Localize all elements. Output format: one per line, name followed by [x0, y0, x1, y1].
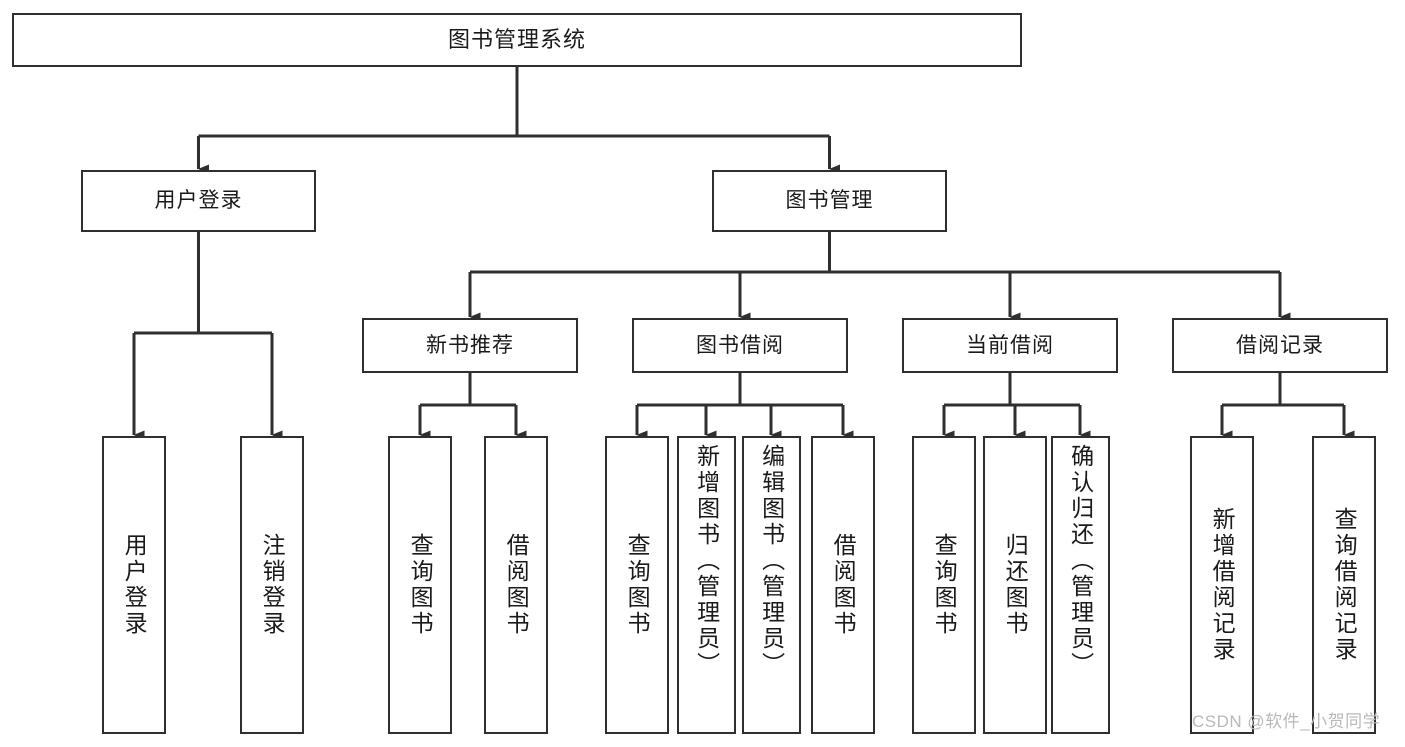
edge-borrow-record-to-leaves: [1220, 373, 1355, 440]
node-leaf-return-book-label: 归还图书: [1002, 533, 1029, 637]
node-leaf-edit-book-admin-label: 编辑图书（管理员）: [758, 444, 785, 678]
node-leaf-query-borrow-record[interactable]: 查询借阅记录: [1312, 436, 1376, 734]
node-leaf-return-book[interactable]: 归还图书: [983, 436, 1047, 734]
node-new-book-recommend[interactable]: 新书推荐: [362, 318, 578, 373]
node-leaf-add-borrow-record[interactable]: 新增借阅记录: [1190, 436, 1254, 734]
node-leaf-query-book-rec[interactable]: 查询图书: [388, 436, 452, 734]
node-leaf-logout-login-label: 注销登录: [259, 533, 286, 637]
node-leaf-confirm-return-admin[interactable]: 确认归还（管理员）: [1051, 436, 1110, 734]
node-borrow-record-label: 借阅记录: [1236, 333, 1324, 357]
node-leaf-add-book-admin-label: 新增图书（管理员）: [693, 444, 720, 678]
node-book-borrow[interactable]: 图书借阅: [632, 318, 848, 373]
edge-root-to-level1: [197, 67, 840, 174]
node-borrow-record[interactable]: 借阅记录: [1172, 318, 1388, 373]
node-book-manage-label: 图书管理: [785, 189, 874, 213]
node-root-label: 图书管理系统: [447, 26, 586, 52]
node-current-borrow-label: 当前借阅: [966, 333, 1054, 357]
node-leaf-borrow-book[interactable]: 借阅图书: [811, 436, 875, 734]
csdn-watermark: CSDN @软件_小贺同学: [1192, 712, 1381, 731]
node-leaf-query-book-borrow[interactable]: 查询图书: [605, 436, 669, 734]
node-leaf-logout-login[interactable]: 注销登录: [240, 436, 304, 734]
edge-book-manage-to-level2: [468, 232, 1291, 322]
node-book-manage[interactable]: 图书管理: [712, 170, 947, 232]
node-leaf-user-login-label: 用户登录: [121, 533, 148, 637]
node-leaf-user-login[interactable]: 用户登录: [102, 436, 166, 734]
node-leaf-query-book-current-label: 查询图书: [931, 533, 958, 637]
node-root[interactable]: 图书管理系统: [12, 13, 1022, 67]
node-leaf-confirm-return-admin-label: 确认归还（管理员）: [1067, 444, 1094, 678]
node-user-login-label: 用户登录: [154, 189, 243, 213]
node-user-login[interactable]: 用户登录: [81, 170, 316, 232]
node-leaf-query-book-current[interactable]: 查询图书: [912, 436, 976, 734]
edge-book-borrow-to-leaves: [635, 373, 854, 440]
node-leaf-query-borrow-record-label: 查询借阅记录: [1331, 507, 1358, 663]
node-leaf-borrow-book-label: 借阅图书: [830, 533, 857, 637]
node-new-book-recommend-label: 新书推荐: [426, 333, 514, 357]
edge-current-borrow-to-leaves: [942, 373, 1091, 440]
node-leaf-borrow-book-rec-label: 借阅图书: [503, 533, 530, 637]
node-book-borrow-label: 图书借阅: [696, 333, 784, 357]
node-leaf-edit-book-admin[interactable]: 编辑图书（管理员）: [742, 436, 801, 734]
node-leaf-query-book-rec-label: 查询图书: [407, 533, 434, 637]
edge-user-login-to-leaves: [132, 232, 283, 440]
node-leaf-add-book-admin[interactable]: 新增图书（管理员）: [677, 436, 736, 734]
edge-new-book-recommend-to-leaves: [418, 373, 527, 440]
node-leaf-query-book-borrow-label: 查询图书: [624, 533, 651, 637]
node-leaf-add-borrow-record-label: 新增借阅记录: [1209, 507, 1236, 663]
node-current-borrow[interactable]: 当前借阅: [902, 318, 1118, 373]
node-leaf-borrow-book-rec[interactable]: 借阅图书: [484, 436, 548, 734]
